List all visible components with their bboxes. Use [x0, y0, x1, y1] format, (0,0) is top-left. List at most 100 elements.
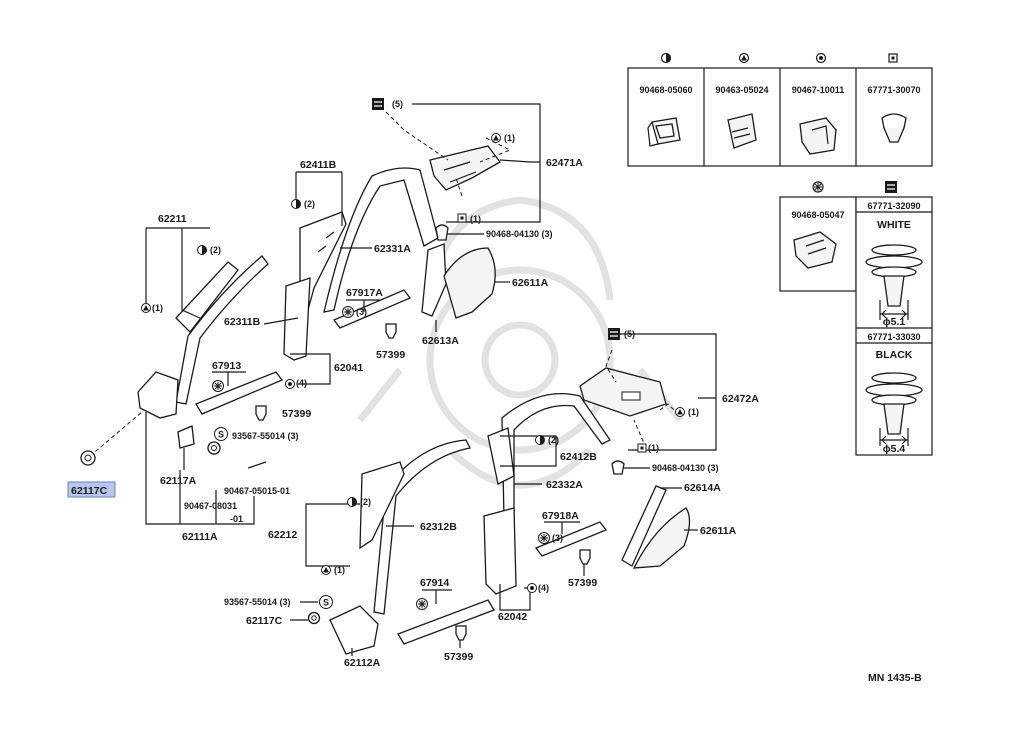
symbol-triangle-icon	[738, 52, 750, 64]
qty-label: (5)	[392, 99, 403, 109]
label-62332a: 62332A	[546, 479, 583, 491]
clip-drawing-5	[793, 231, 837, 269]
nut-62117a-icon	[207, 441, 221, 455]
qty-label: (2)	[210, 245, 221, 255]
fastener-table: 90468-05060 90463-05024 90467-10011 6777…	[627, 52, 933, 456]
clip-drawing-3	[799, 117, 837, 155]
label-62311b: 62311B	[224, 316, 261, 328]
part-62112a-shape	[329, 605, 379, 655]
label-62117c: 62117C	[71, 485, 108, 497]
c-clip-icon	[285, 379, 295, 389]
clip-90468-icon	[611, 460, 625, 475]
half-circle-icon	[291, 199, 301, 209]
label-01: -01	[230, 514, 243, 524]
part-67917a-shape	[332, 289, 412, 329]
c-clip-icon	[527, 583, 537, 593]
part-62212-shape	[359, 461, 405, 550]
clip-57399-icon	[455, 625, 467, 641]
triangle-icon	[491, 133, 501, 143]
diagram-reference: MN 1435-B	[868, 672, 922, 684]
s-screw-icon: S	[214, 427, 228, 441]
part-62332a-shape	[501, 393, 611, 521]
qty-label: (5)	[624, 329, 635, 339]
svg-text:S: S	[218, 430, 224, 440]
label-67913: 67913	[212, 360, 241, 372]
clip-drawing-2	[727, 113, 757, 149]
clip-drawing-1	[647, 117, 681, 147]
part-62117a-shape	[177, 425, 195, 449]
grommet-part-white: 67771-32090	[867, 201, 920, 211]
label-62411b: 62411B	[300, 159, 337, 171]
svg-text:S: S	[323, 598, 329, 608]
label-62212: 62212	[268, 529, 297, 541]
clip-57399-icon	[255, 405, 267, 421]
label-90468-04130: 90468-04130 (3)	[486, 229, 553, 239]
clip-57399-icon	[579, 549, 591, 565]
bars-clip-icon	[608, 328, 620, 340]
grommet-white-dimension: ϕ5.1	[883, 316, 906, 328]
part-62331a-shape	[323, 167, 439, 313]
label-90467-05015: 90467-05015-01	[224, 486, 290, 496]
label-62117a: 62117A	[160, 475, 197, 487]
grommet-black-label: BLACK	[876, 349, 913, 361]
highlighted-part-62117c[interactable]: 62117C	[67, 481, 116, 498]
label-93567-55014: 93567-55014 (3)	[232, 431, 299, 441]
label-62412b: 62412B	[560, 451, 597, 463]
label-62331a: 62331A	[374, 243, 411, 255]
part-62041-upper	[283, 277, 311, 361]
symbol-bars-icon	[885, 181, 897, 193]
lower-assembly	[329, 367, 691, 655]
square-clip-icon	[457, 213, 467, 223]
nut-62117c-lower-icon	[307, 611, 321, 625]
clip-part-90467-10011: 90467-10011	[792, 85, 845, 95]
triangle-icon	[141, 303, 151, 313]
label-57399: 57399	[376, 349, 405, 361]
triangle-icon	[321, 565, 331, 575]
label-62614a: 62614A	[684, 482, 721, 494]
grommet-white-label: WHITE	[877, 219, 911, 231]
grommet-black-dimension: ϕ5.4	[883, 443, 906, 455]
s-screw-icon: S	[319, 595, 333, 609]
qty-label: (1)	[688, 407, 699, 417]
part-62111a-shape	[137, 371, 179, 419]
label-67917a: 67917A	[346, 287, 383, 299]
label-62041: 62041	[334, 362, 363, 374]
label-62312b: 62312B	[420, 521, 457, 533]
asterisk-clip-icon	[342, 306, 354, 318]
qty-label: (3)	[356, 307, 367, 317]
qty-label: (2)	[304, 199, 315, 209]
part-62613a-shape	[421, 243, 447, 317]
label-90468-04130-lower: 90468-04130 (3)	[652, 463, 719, 473]
half-circle-icon	[347, 497, 357, 507]
triangle-icon	[675, 407, 685, 417]
symbol-square-icon	[888, 53, 898, 63]
clip-part-67771-30070: 67771-30070	[867, 85, 920, 95]
part-67918a-shape	[534, 521, 608, 557]
symbol-asterisk-icon	[812, 181, 824, 193]
qty-label: (1)	[152, 303, 163, 313]
clip-part-90468-05047: 90468-05047	[791, 210, 844, 220]
grommet-part-black: 67771-33030	[867, 332, 920, 342]
symbol-half-circle-icon	[660, 52, 672, 64]
part-67914-shape	[397, 599, 495, 645]
part-62471a-shape	[429, 145, 501, 191]
label-67914: 67914	[420, 577, 449, 589]
half-circle-icon	[535, 435, 545, 445]
clip-57399-icon	[385, 323, 397, 339]
label-62472a: 62472A	[722, 393, 759, 405]
label-62112a: 62112A	[344, 657, 381, 669]
symbol-c-icon	[815, 52, 827, 64]
qty-label: (1)	[504, 133, 515, 143]
part-labels: 62211 (2) (1) 62311B 62411B (2) 62331A (…	[67, 99, 922, 684]
clip-90468-icon	[435, 224, 449, 241]
part-62611a-lower-shape	[632, 507, 691, 569]
label-57399: 57399	[282, 408, 311, 420]
label-67918a: 67918A	[542, 510, 579, 522]
nut-62117c-icon	[80, 450, 96, 466]
half-circle-icon	[197, 245, 207, 255]
asterisk-clip-icon	[212, 380, 224, 392]
qty-label: (4)	[538, 583, 549, 593]
qty-label: (1)	[470, 214, 481, 224]
bars-clip-icon	[372, 98, 384, 110]
